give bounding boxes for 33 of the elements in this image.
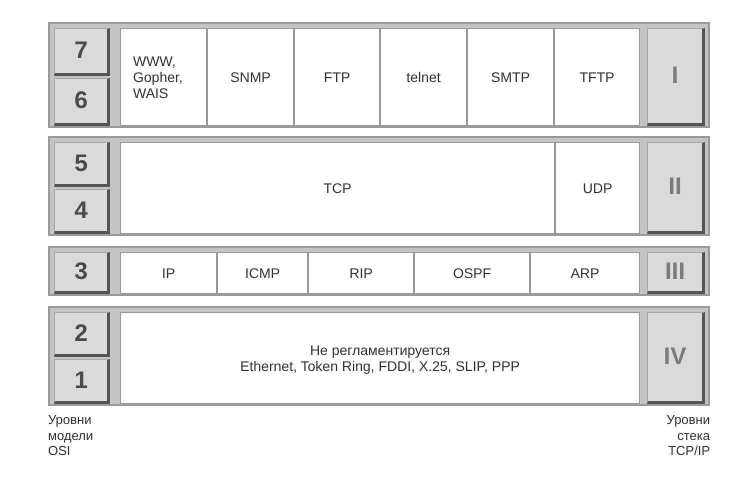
protocol-cell: WWW, Gopher, WAIS — [120, 28, 207, 126]
layer-band — [48, 136, 710, 236]
axis-caption: Уровни стека TCP/IP — [666, 412, 710, 459]
protocol-cell: SMTP — [467, 28, 554, 126]
protocol-cell: telnet — [380, 28, 467, 126]
layer-note: Не регламентируется — [310, 342, 450, 358]
protocol-cell — [120, 312, 640, 404]
tcpip-layer-number: I — [647, 28, 705, 126]
protocol-cell: RIP — [308, 252, 414, 294]
protocol-cell: SNMP — [207, 28, 294, 126]
layer-band — [48, 22, 710, 128]
protocol-cell: UDP — [555, 142, 640, 234]
osi-layer-number: 5 — [54, 142, 110, 187]
layer-band — [48, 246, 710, 296]
tcpip-layer-number: III — [647, 252, 705, 294]
tcpip-layer-number: II — [647, 142, 705, 234]
protocol-cell: OSPF — [414, 252, 530, 294]
axis-caption: Уровни модели OSI — [48, 412, 94, 459]
osi-layer-number: 1 — [54, 359, 110, 404]
layer-band — [48, 306, 710, 406]
osi-layer-number: 3 — [54, 252, 110, 294]
tcpip-layer-number: IV — [647, 312, 705, 404]
protocol-cell: ICMP — [217, 252, 308, 294]
protocol-cell: FTP — [294, 28, 380, 126]
protocol-cell: TCP — [120, 142, 555, 234]
protocol-list: Ethernet, Token Ring, FDDI, X.25, SLIP, PPP — [240, 358, 520, 374]
osi-layer-number: 4 — [54, 189, 110, 234]
osi-layer-number: 7 — [54, 28, 110, 76]
protocol-cell: IP — [120, 252, 217, 294]
protocol-cell: TFTP — [554, 28, 640, 126]
osi-layer-number: 6 — [54, 78, 110, 126]
protocol-cell: ARP — [530, 252, 640, 294]
osi-layer-number: 2 — [54, 312, 110, 357]
